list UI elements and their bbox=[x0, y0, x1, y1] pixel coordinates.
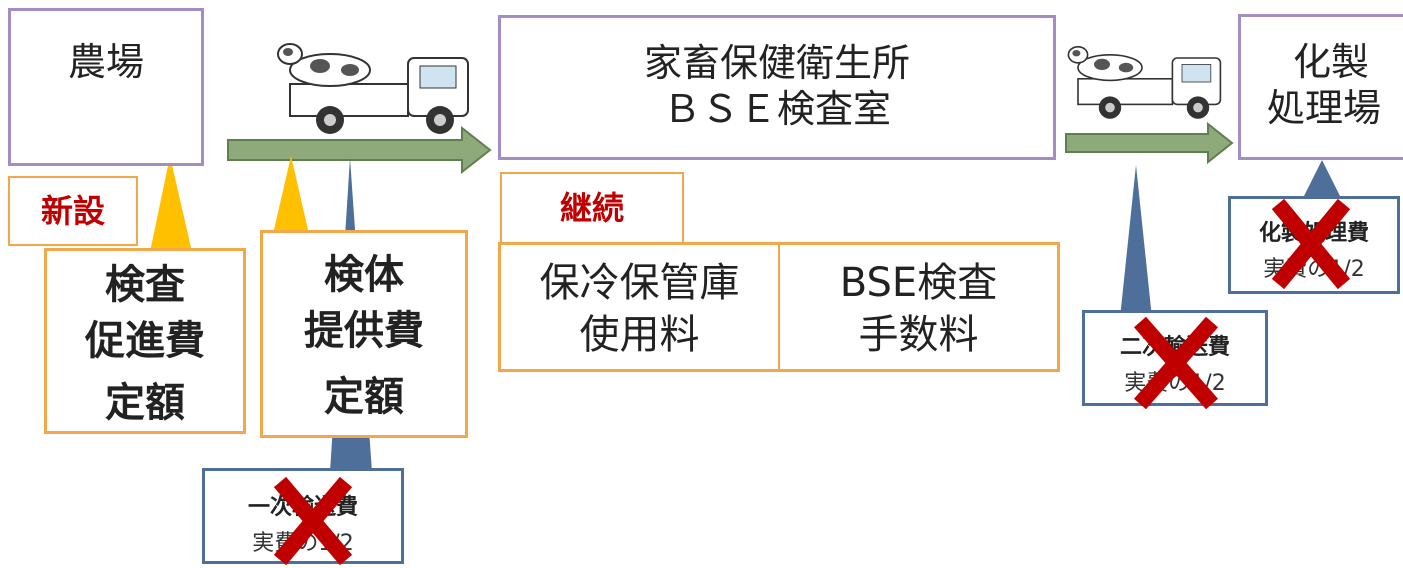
lab-fee-cell: BSE検査 手数料 bbox=[780, 245, 1057, 369]
sample-fee-line2: 提供費 bbox=[304, 308, 424, 354]
farm-label: 農場 bbox=[67, 40, 144, 84]
pointer-sample-yellow bbox=[273, 156, 309, 234]
transport1-box: 一次輸送費 実費の1/2 bbox=[202, 468, 404, 564]
transport1-label: 一次輸送費 bbox=[247, 495, 358, 520]
rendering-cost-sub: 実費の1/2 bbox=[1263, 257, 1365, 282]
exam-promo-line2: 促進費 bbox=[85, 318, 205, 364]
transport1-sub: 実費の1/2 bbox=[252, 531, 354, 556]
pointer-farm bbox=[150, 156, 192, 252]
rendering-line1: 化製 bbox=[1293, 40, 1370, 84]
continue-tag: 継続 bbox=[500, 172, 684, 244]
flow-arrow-2 bbox=[1065, 121, 1234, 165]
exam-promotion-box: 検査 促進費 定額 bbox=[44, 248, 246, 434]
rendering-cost-label: 化製処理費 bbox=[1258, 221, 1369, 246]
flow-arrow-1 bbox=[227, 125, 492, 175]
rendering-cost-box: 化製処理費 実費の1/2 bbox=[1228, 196, 1400, 294]
lab-fees-table: 保冷保管庫 使用料 BSE検査 手数料 bbox=[498, 242, 1060, 372]
sample-fee-line1: 検体 bbox=[324, 252, 404, 298]
new-tag: 新設 bbox=[8, 176, 138, 246]
continue-tag-label: 継続 bbox=[559, 189, 624, 227]
lab-fee-1-line1: 保冷保管庫 bbox=[539, 260, 740, 306]
rendering-box: 化製 処理場 bbox=[1238, 14, 1403, 160]
sample-fee-box: 検体 提供費 定額 bbox=[260, 230, 468, 438]
farm-box: 農場 bbox=[8, 8, 204, 166]
transport2-box: 二次輸送費 実費の1/2 bbox=[1082, 310, 1268, 406]
lab-line1: 家畜保健衛生所 bbox=[643, 41, 910, 85]
rendering-line2: 処理場 bbox=[1267, 86, 1382, 130]
sample-fee-line3: 定額 bbox=[324, 374, 404, 420]
pointer-transport2 bbox=[1120, 165, 1152, 318]
lab-fee-cell: 保冷保管庫 使用料 bbox=[501, 245, 780, 369]
pointer-rendering bbox=[1303, 160, 1341, 198]
new-tag-label: 新設 bbox=[40, 192, 105, 230]
lab-fee-2-line1: BSE検査 bbox=[839, 260, 998, 306]
lab-fee-1-line2: 使用料 bbox=[579, 312, 700, 358]
cow-truck-icon bbox=[277, 43, 469, 134]
transport2-label: 二次輸送費 bbox=[1119, 335, 1230, 360]
exam-promo-line3: 定額 bbox=[105, 380, 185, 426]
lab-box: 家畜保健衛生所 ＢＳＥ検査室 bbox=[498, 15, 1056, 160]
lab-fee-2-line2: 手数料 bbox=[858, 312, 979, 358]
exam-promo-line1: 検査 bbox=[105, 262, 185, 308]
lab-line2: ＢＳＥ検査室 bbox=[662, 87, 891, 131]
transport2-sub: 実費の1/2 bbox=[1124, 371, 1226, 396]
cow-truck-icon bbox=[1067, 46, 1222, 119]
